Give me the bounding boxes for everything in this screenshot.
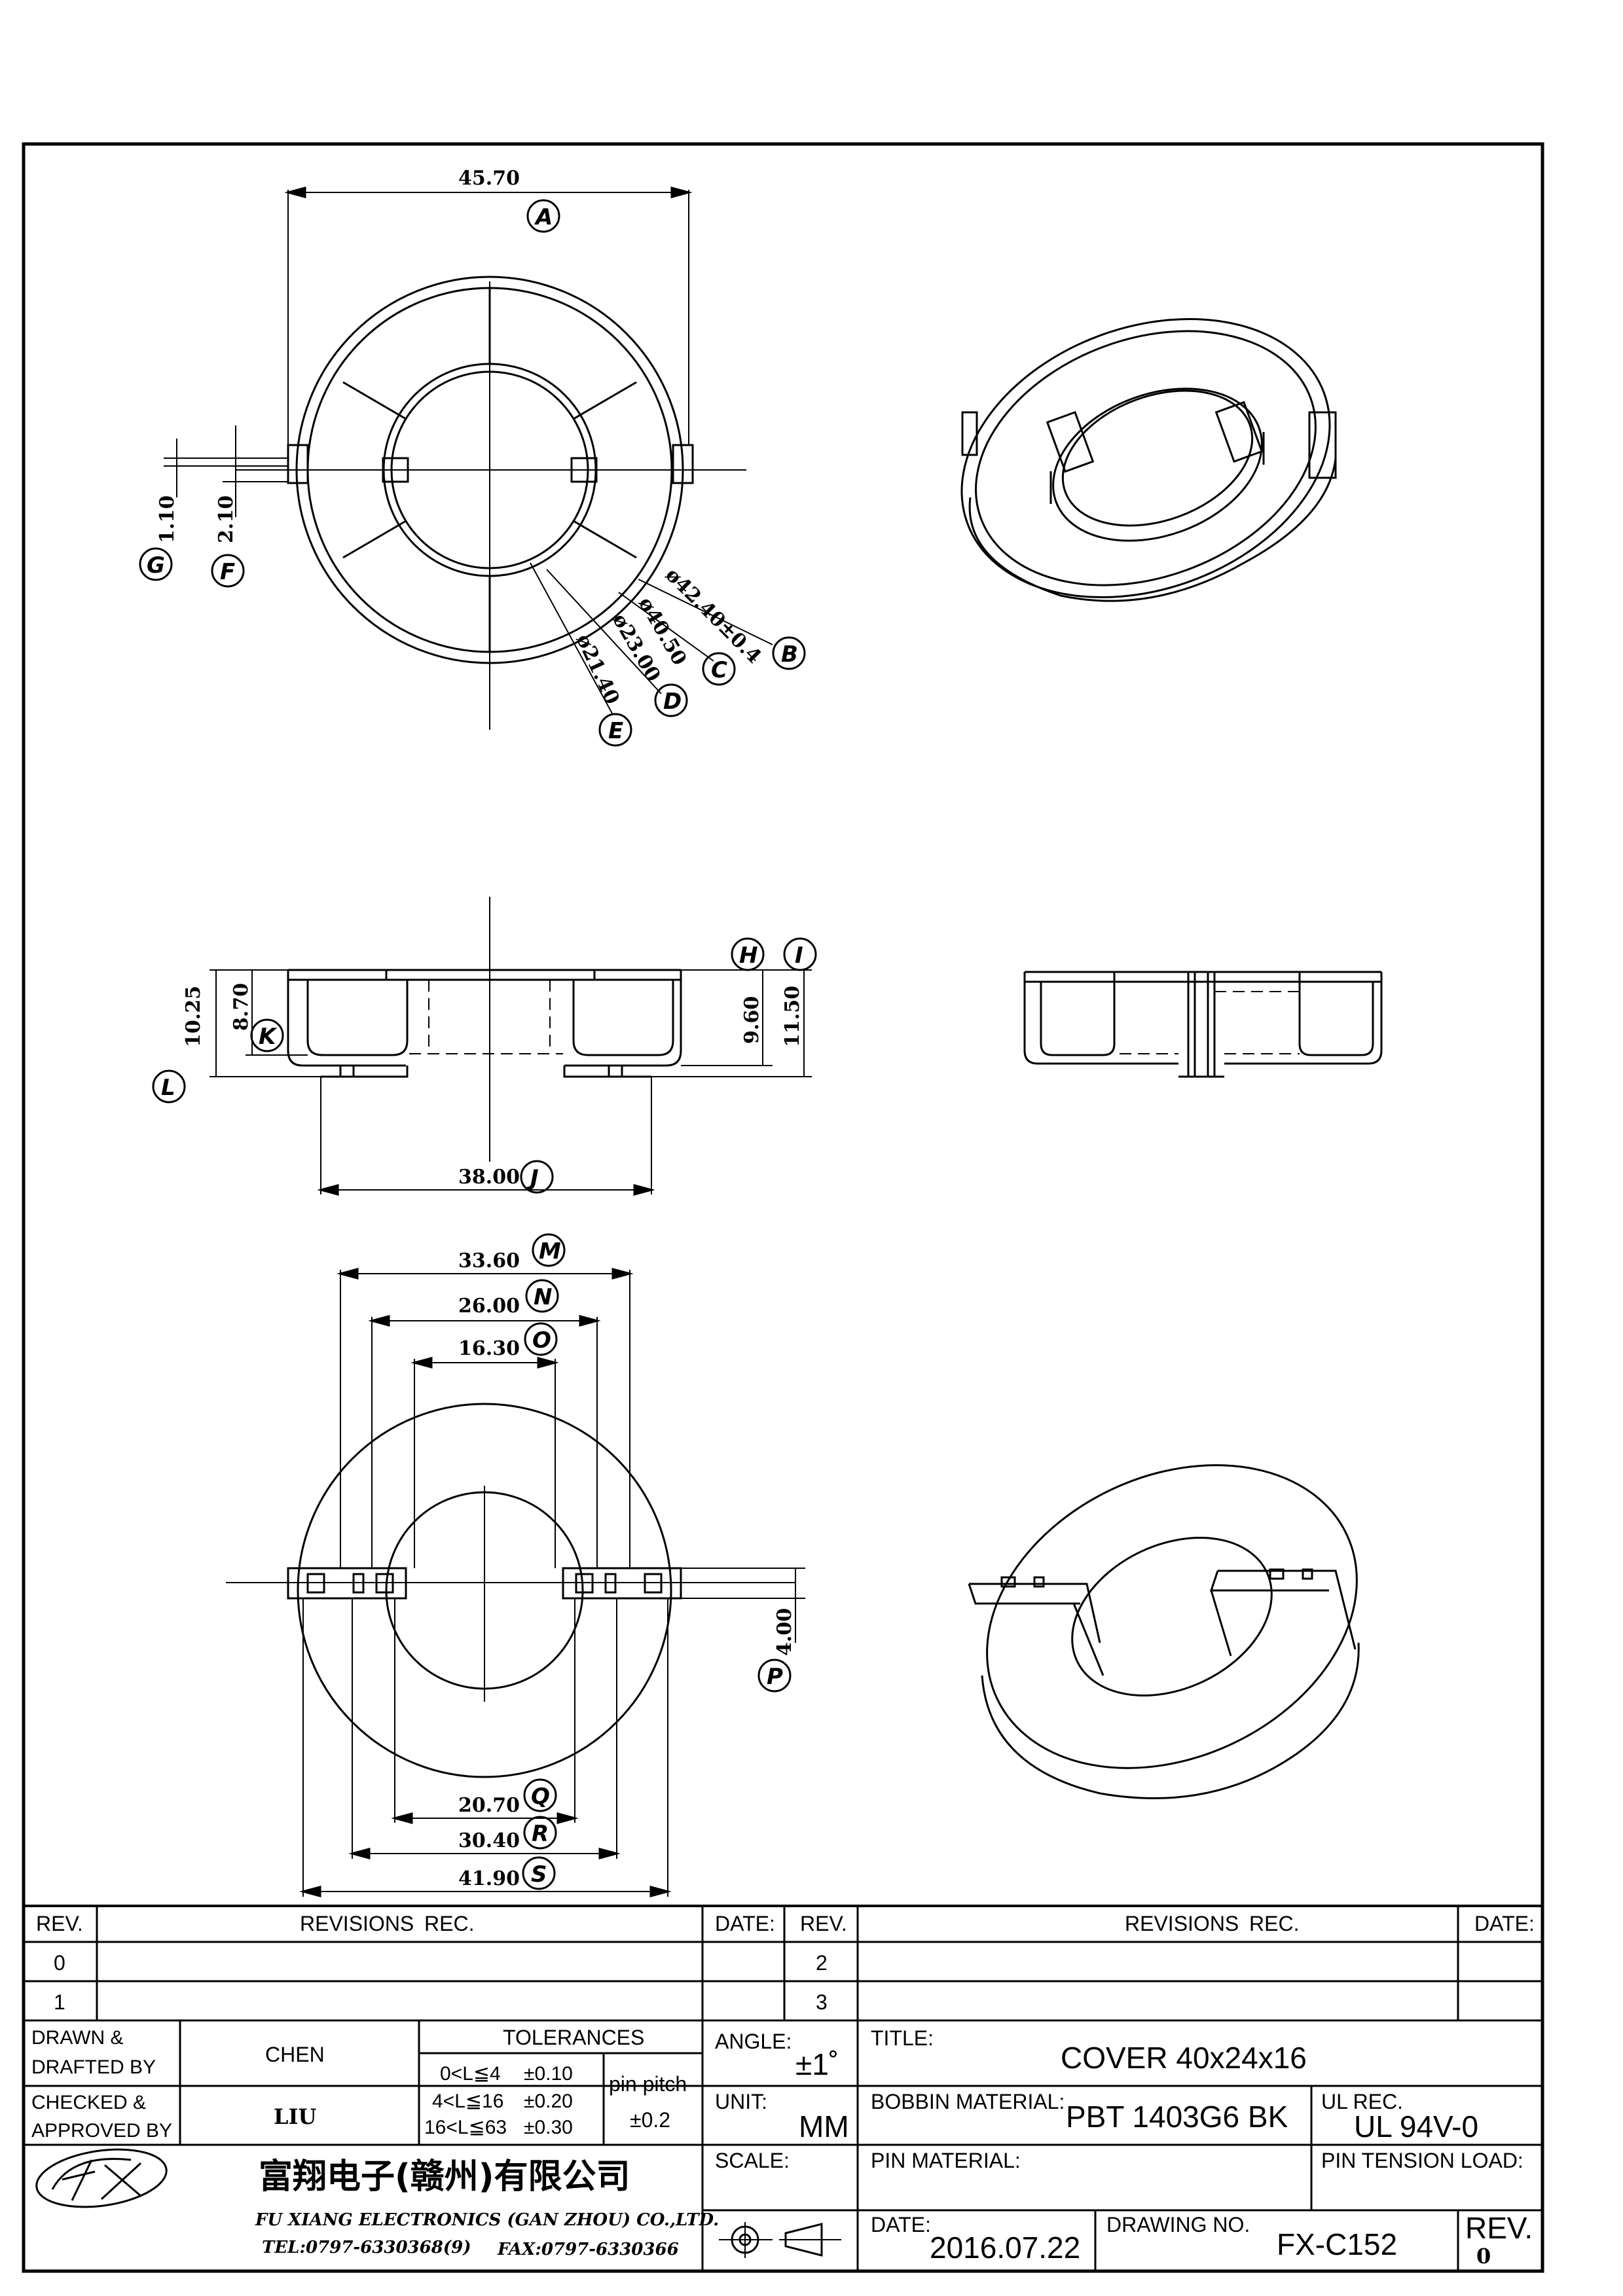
tolerance-range-0: 0<L≦4	[440, 2063, 501, 2085]
top-view	[164, 187, 773, 730]
date-header-right: DATE:	[1474, 1912, 1535, 1935]
pin-pitch-label: pin pitch	[609, 2072, 687, 2096]
side-section-view	[1023, 971, 1383, 1078]
pin-pitch-value: ±0.2	[630, 2108, 670, 2132]
side-view	[210, 897, 812, 1196]
unit-value: MM	[799, 2109, 849, 2144]
scale-label: SCALE:	[715, 2149, 790, 2172]
rev-header-left: REV.	[36, 1912, 83, 1935]
angle-label: ANGLE:	[715, 2030, 792, 2053]
drawn-label-2: DRAFTED BY	[31, 2056, 156, 2078]
dim-O: 16.30	[458, 1337, 520, 1360]
dim-H: 9.60	[740, 996, 763, 1044]
date-label: DATE:	[871, 2213, 931, 2236]
callout-L: L	[161, 1075, 175, 1101]
tolerance-value-1: ±0.20	[524, 2090, 573, 2112]
dim-R: 30.40	[458, 1829, 520, 1852]
rev-label-box: REV.	[1465, 2211, 1533, 2245]
pin-material-label: PIN MATERIAL:	[871, 2149, 1021, 2172]
tolerances-header: TOLERANCES	[503, 2026, 644, 2049]
dim-G: 1.10	[156, 495, 179, 543]
bottom-view	[226, 1268, 805, 1897]
dim-overall-width: 45.70	[458, 167, 520, 190]
callout-J: J	[526, 1165, 539, 1191]
company-tel: TEL:0797-6330368(9)	[262, 2238, 471, 2257]
checked-label-1: CHECKED &	[31, 2092, 146, 2113]
title-block	[24, 1905, 1542, 2271]
callout-N: N	[534, 1284, 552, 1310]
isometric-view-bottom	[968, 1464, 1360, 1799]
dim-N: 26.00	[458, 1295, 520, 1318]
revisions-header-right: REVISIONS	[1125, 1912, 1239, 1935]
tolerance-range-2: 16<L≦63	[424, 2117, 507, 2138]
rev-value: 0	[1476, 2244, 1491, 2269]
callout-H: H	[739, 942, 757, 969]
tolerance-value-0: ±0.10	[524, 2063, 573, 2085]
tolerance-range-1: 4<L≦16	[432, 2090, 503, 2112]
callout-M: M	[539, 1238, 561, 1265]
isometric-view-top	[960, 317, 1337, 602]
callout-O: O	[532, 1327, 551, 1354]
dim-P: 4.00	[773, 1608, 796, 1656]
callout-F: F	[220, 559, 235, 585]
pin-tension-load-label: PIN TENSION LOAD:	[1321, 2149, 1523, 2172]
revisions-header-left: REVISIONS	[300, 1912, 414, 1935]
callout-E: E	[608, 718, 623, 744]
dim-J: 38.00	[458, 1166, 520, 1189]
title-value: COVER 40x24x16	[1061, 2041, 1307, 2075]
callout-A: A	[534, 204, 553, 230]
company-fax: FAX:0797-6330366	[497, 2240, 679, 2259]
date-value: 2016.07.22	[930, 2231, 1080, 2265]
callout-I: I	[795, 942, 803, 969]
angle-value: ±1˚	[795, 2047, 839, 2081]
drawn-by: CHEN	[265, 2043, 325, 2066]
drawn-label-1: DRAWN &	[31, 2027, 124, 2049]
dim-E: ø21.40	[572, 631, 624, 708]
drawing-number-label: DRAWING NO.	[1106, 2213, 1250, 2236]
callout-Q: Q	[531, 1784, 550, 1810]
dim-Q: 20.70	[458, 1794, 520, 1817]
dim-I: 11.50	[781, 986, 804, 1047]
rev-row-0: 0	[54, 1951, 65, 1975]
rec-header-left: REC.	[424, 1912, 474, 1935]
rev-header-right: REV.	[800, 1912, 847, 1935]
ul-rec-label: UL REC.	[1321, 2090, 1403, 2113]
callout-R: R	[532, 1821, 549, 1847]
callout-B: B	[781, 641, 798, 668]
company-name-cn: 富翔电子(赣州)有限公司	[259, 2157, 630, 2197]
callout-K: K	[259, 1024, 278, 1050]
callout-P: P	[767, 1664, 783, 1690]
callout-G: G	[147, 552, 165, 579]
bobbin-material-label: BOBBIN MATERIAL:	[871, 2090, 1065, 2113]
rec-header-right: REC.	[1249, 1912, 1299, 1935]
company-name-en: FU XIANG ELECTRONICS (GAN ZHOU) CO.,LTD.	[255, 2210, 719, 2230]
callout-S: S	[531, 1861, 547, 1888]
callout-C: C	[711, 657, 727, 683]
dim-K: 8.70	[230, 983, 253, 1031]
checked-by: LIU	[274, 2104, 316, 2129]
drawing-number-value: FX-C152	[1277, 2227, 1397, 2261]
ul-rec-value: UL 94V-0	[1354, 2109, 1478, 2144]
rev-row-2: 2	[816, 1951, 828, 1975]
callout-D: D	[663, 689, 682, 715]
bobbin-material-value: PBT 1403G6 BK	[1066, 2100, 1288, 2134]
checked-label-2: APPROVED BY	[31, 2120, 172, 2142]
rev-row-1: 1	[54, 1990, 65, 2014]
dim-M: 33.60	[458, 1249, 520, 1272]
dim-F: 2.10	[215, 495, 238, 543]
date-header-left: DATE:	[715, 1912, 775, 1935]
sheet-border	[22, 142, 1544, 2273]
tolerance-value-2: ±0.30	[524, 2117, 573, 2138]
dim-L: 10.25	[182, 986, 205, 1047]
unit-label: UNIT:	[715, 2090, 767, 2113]
dim-S: 41.90	[458, 1867, 520, 1890]
rev-row-3: 3	[816, 1990, 828, 2014]
title-label: TITLE:	[871, 2026, 934, 2050]
